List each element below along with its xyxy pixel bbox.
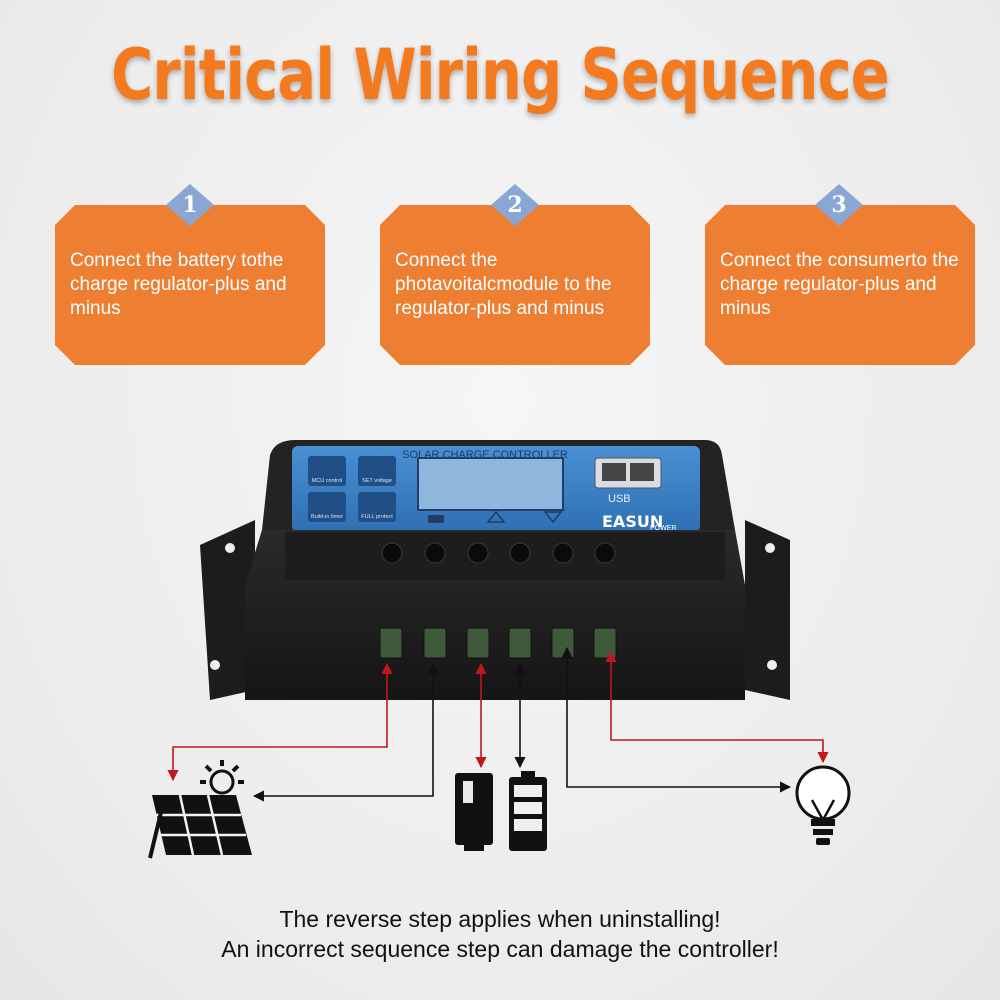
right-top-hole (765, 543, 775, 553)
page-title: Critical Wiring Sequence (111, 34, 890, 116)
brand-sub-label: POWER (650, 525, 676, 532)
wires (167, 646, 829, 802)
timer-label: Build-in timer (311, 514, 343, 520)
timer-tile (308, 492, 346, 522)
battery-level-icon (509, 771, 547, 851)
solar-negative-wire (252, 662, 439, 802)
right-bottom-hole (767, 660, 777, 670)
mcu-label: MCU control (312, 478, 343, 484)
set-label: SET voltage (362, 478, 392, 484)
charge-controller: SOLAR CHARGE CONTROLLER MCU control SET … (200, 440, 790, 700)
protect-label: FULL protect (361, 514, 393, 520)
screw-holes (381, 542, 616, 564)
step-2-text: Connect the photavoitalcmodule to the re… (395, 250, 612, 319)
set-tile (358, 456, 396, 486)
usb-label: USB (608, 493, 631, 505)
step-card-2: Connect the photavoitalcmodule to the re… (380, 205, 650, 365)
menu-button-mark (428, 515, 444, 523)
left-mount-ear (200, 520, 255, 700)
screw-strip (285, 532, 725, 580)
step-card-1: Connect the battery tothe charge regulat… (55, 205, 325, 365)
light-bulb-icon (795, 765, 851, 845)
step-card-3: Connect the consumerto the charge regula… (705, 205, 975, 365)
down-button-mark (543, 511, 563, 524)
load-negative-wire (561, 646, 792, 793)
protect-tile (358, 492, 396, 522)
footer-line-2: An incorrect sequence step can damage th… (221, 936, 779, 962)
left-top-hole (225, 543, 235, 553)
brand-label: EASUN (602, 512, 663, 531)
left-bottom-hole (210, 660, 220, 670)
footer-line-1: The reverse step applies when uninstalli… (279, 906, 721, 932)
lcd-screen (417, 457, 564, 511)
mcu-tile (308, 456, 346, 486)
step-1-text: Connect the battery tothe charge regulat… (70, 250, 287, 319)
step-3-text: Connect the consumerto the charge regula… (720, 250, 959, 319)
solar-panel-icon (148, 760, 252, 859)
up-button-mark (486, 510, 506, 523)
battery-icon (455, 773, 493, 851)
load-positive-wire (605, 650, 829, 764)
